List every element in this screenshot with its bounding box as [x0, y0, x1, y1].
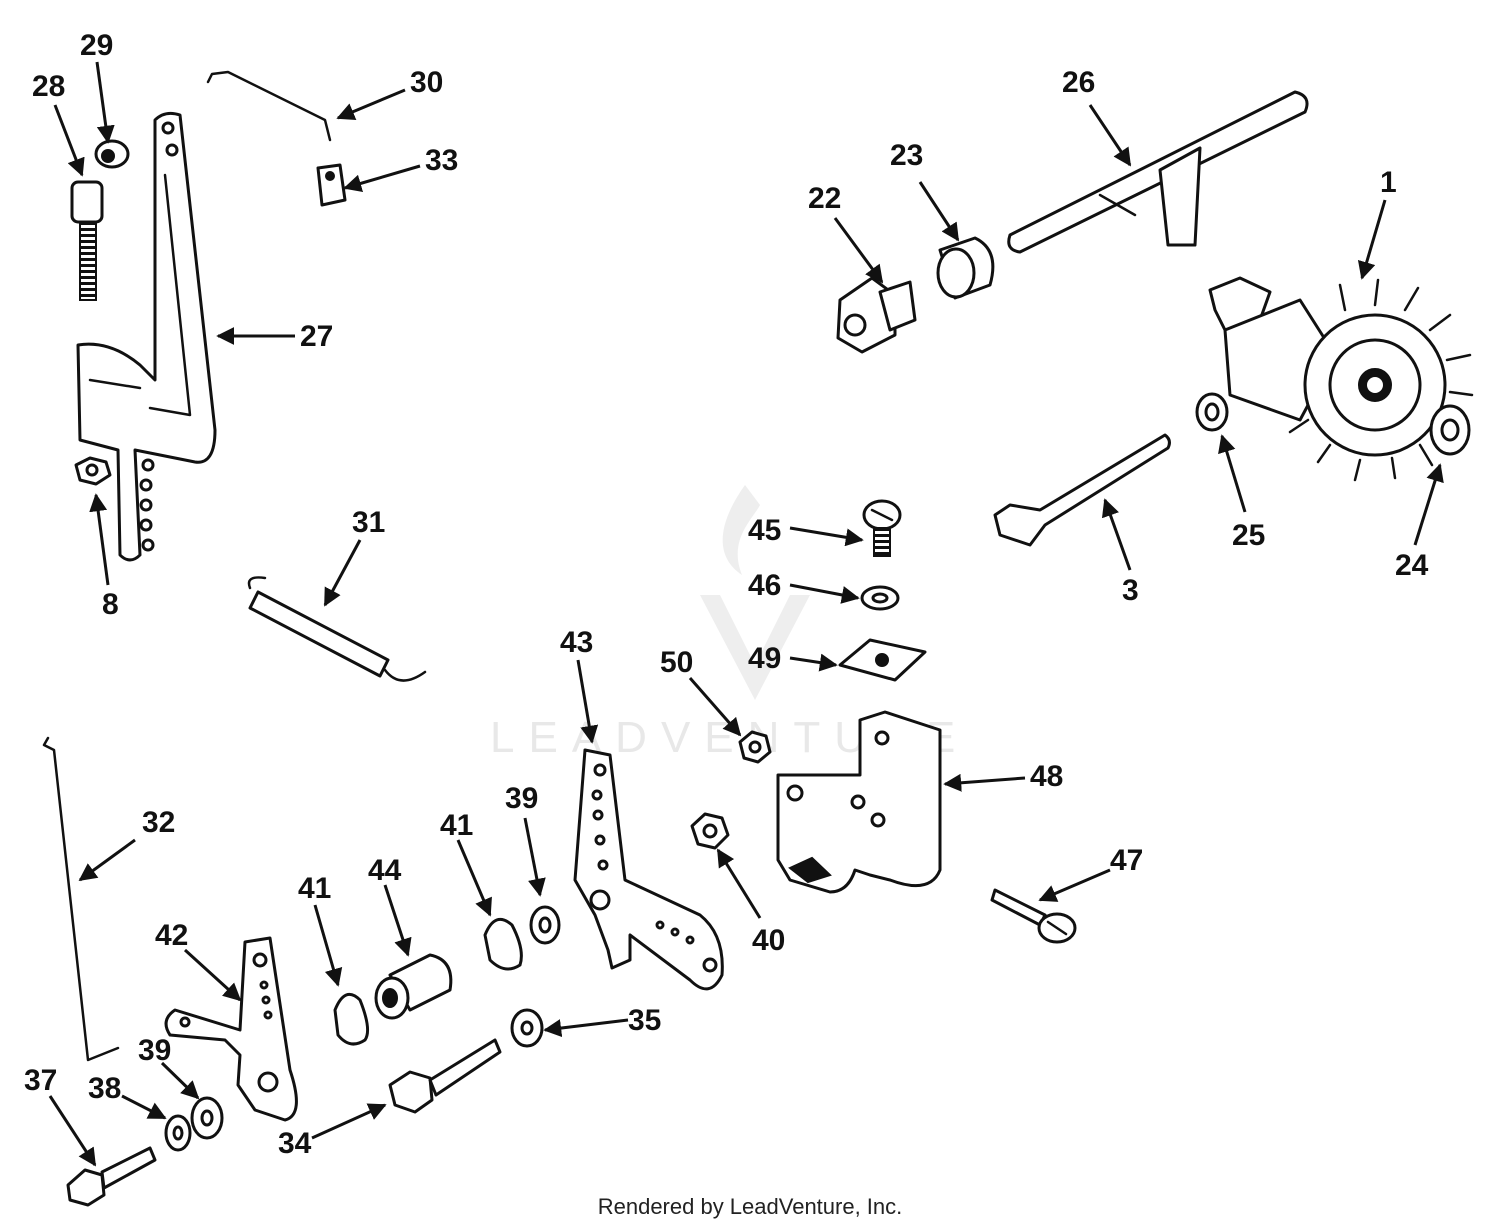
callout-8: 8 — [102, 588, 119, 621]
callout-39-lower: 39 — [138, 1034, 171, 1067]
callout-23: 23 — [890, 139, 923, 172]
callout-34: 34 — [278, 1127, 312, 1160]
part-48-bracket — [776, 710, 942, 894]
callout-44: 44 — [368, 854, 402, 887]
callout-32: 32 — [142, 806, 175, 839]
part-47-screw — [990, 888, 1077, 944]
callout-42: 42 — [155, 919, 188, 952]
part-25-washer — [1195, 392, 1229, 432]
part-40-nut — [690, 812, 730, 850]
callout-22: 22 — [808, 182, 841, 215]
part-50-nut — [738, 730, 772, 764]
callout-47: 47 — [1110, 844, 1143, 877]
callout-27: 27 — [300, 320, 333, 353]
callout-3: 3 — [1122, 574, 1139, 607]
part-27-lever-bracket — [76, 111, 217, 562]
callout-48: 48 — [1030, 760, 1063, 793]
part-44-bushing — [374, 953, 453, 1020]
part-29-cap — [94, 139, 130, 169]
part-37-bolt — [66, 1146, 157, 1207]
part-24-washer — [1429, 404, 1471, 456]
part-1-governor-gear — [1208, 276, 1474, 482]
callout-30: 30 — [410, 66, 443, 99]
part-46-lock-washer — [860, 585, 900, 611]
part-49-clip — [838, 638, 927, 682]
part-30-rod — [206, 70, 332, 142]
callout-24: 24 — [1395, 549, 1429, 582]
part-41-ring-left — [333, 992, 370, 1046]
part-39-washer-lower — [190, 1096, 224, 1140]
callout-49: 49 — [748, 642, 781, 675]
callout-46: 46 — [748, 569, 781, 602]
callout-31: 31 — [352, 506, 385, 539]
part-34-bolt — [388, 1038, 502, 1114]
part-32-rod — [42, 736, 120, 1062]
callout-41-right: 41 — [440, 809, 473, 842]
part-3-pin — [993, 433, 1171, 547]
part-26-shaft — [1007, 90, 1309, 254]
callout-45: 45 — [748, 514, 781, 547]
callout-25: 25 — [1232, 519, 1265, 552]
part-38-lock-washer — [164, 1114, 192, 1152]
callout-38: 38 — [88, 1072, 121, 1105]
callout-33: 33 — [425, 144, 458, 177]
callout-50: 50 — [660, 646, 693, 679]
part-28-bolt — [70, 180, 104, 301]
leader-lines — [48, 61, 1444, 1167]
part-39-washer-upper — [529, 905, 561, 945]
part-35-washer — [510, 1008, 544, 1048]
callout-28: 28 — [32, 70, 65, 103]
callout-40: 40 — [752, 924, 785, 957]
callout-43: 43 — [560, 626, 593, 659]
part-41-ring-right — [483, 917, 523, 971]
part-45-screw — [862, 499, 902, 557]
part-31-spring — [247, 576, 427, 682]
part-23-bushing — [936, 236, 995, 300]
callout-39-upper: 39 — [505, 782, 538, 815]
part-22-plug — [836, 276, 917, 354]
footer-credit: Rendered by LeadVenture, Inc. — [597, 1194, 903, 1219]
callout-labels: 29 28 30 33 27 8 31 32 26 23 22 1 25 24 … — [24, 29, 1429, 1160]
part-33-connector — [316, 163, 347, 207]
part-43-lever — [573, 748, 724, 991]
part-8-nut — [74, 456, 112, 486]
callout-37: 37 — [24, 1064, 57, 1097]
callout-29: 29 — [80, 29, 113, 62]
callout-26: 26 — [1062, 66, 1095, 99]
callout-35: 35 — [628, 1004, 661, 1037]
callout-41-left: 41 — [298, 872, 331, 905]
callout-1: 1 — [1380, 166, 1397, 199]
part-42-lever — [164, 936, 298, 1122]
